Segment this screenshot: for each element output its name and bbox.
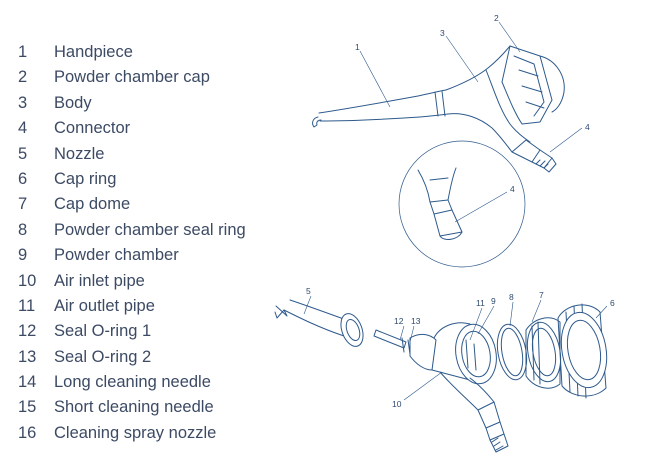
leader-line	[303, 295, 312, 315]
callout-13: 13	[411, 316, 421, 326]
leader-line	[399, 325, 405, 341]
leader-line	[409, 325, 415, 343]
leader-line	[454, 191, 508, 223]
callout-4-detail: 4	[510, 184, 515, 194]
leader-line	[498, 21, 521, 53]
legend-number: 11	[18, 296, 36, 315]
legend-label: Short cleaning needle	[54, 398, 214, 417]
cap-dome-part	[525, 317, 562, 389]
connector-detail-view	[398, 140, 526, 268]
legend-item-13: 13 Seal O-ring 2	[18, 345, 246, 370]
legend-number: 14	[18, 373, 37, 392]
leader-line	[531, 299, 542, 323]
legend-number: 9	[18, 246, 28, 265]
callout-4: 4	[585, 122, 590, 132]
legend-item-16: 16 Cleaning spray nozzle	[18, 421, 246, 446]
legend-label: Seal O-ring 2	[54, 347, 152, 366]
legend-label: Cleaning spray nozzle	[54, 423, 217, 442]
legend-number: 7	[18, 195, 28, 214]
leader-line	[477, 305, 495, 335]
parts-legend: 1 Handpiece 2 Powder chamber cap 3 Body 4 Co…	[18, 40, 246, 446]
legend-label: Body	[54, 93, 92, 112]
legend-number: 3	[18, 93, 28, 112]
legend-item-9: 9 Powder chamber	[18, 243, 246, 268]
legend-number: 10	[18, 271, 37, 290]
legend-label: Cap dome	[54, 195, 131, 214]
legend-number: 5	[18, 144, 28, 163]
legend-label: Air inlet pipe	[54, 271, 145, 290]
callout-9: 9	[491, 296, 496, 306]
legend-item-10: 10 Air inlet pipe	[18, 269, 246, 294]
legend-label: Powder chamber	[54, 246, 179, 265]
cap-ring-part	[557, 303, 608, 399]
leader-line	[549, 127, 583, 153]
assembled-handpiece	[312, 45, 565, 173]
legend-number: 2	[18, 68, 28, 87]
nozzle-part	[274, 299, 364, 347]
legend-item-4: 4 Connector	[18, 116, 246, 141]
leader-line	[359, 50, 391, 108]
legend-item-1: 1 Handpiece	[18, 40, 246, 65]
seal-ring-part	[496, 323, 528, 381]
legend-item-14: 14 Long cleaning needle	[18, 370, 246, 395]
leader-line	[445, 35, 479, 83]
callout-7: 7	[539, 290, 544, 300]
legend-item-7: 7 Cap dome	[18, 192, 246, 217]
legend-item-2: 2 Powder chamber cap	[18, 65, 246, 90]
legend-number: 8	[18, 220, 28, 239]
leader-line	[595, 305, 608, 319]
legend-label: Long cleaning needle	[54, 373, 211, 392]
callout-11: 11	[476, 298, 485, 308]
exploded-body	[373, 322, 509, 453]
callout-1: 1	[355, 42, 360, 52]
callout-12: 12	[394, 316, 404, 326]
callout-10: 10	[392, 399, 402, 409]
callout-6: 6	[610, 298, 615, 308]
legend-label: Handpiece	[54, 43, 133, 61]
legend-label: Powder chamber cap	[54, 68, 210, 87]
legend-item-6: 6 Cap ring	[18, 167, 246, 192]
legend-item-11: 11 Air outlet pipe	[18, 294, 246, 319]
legend-item-12: 12 Seal O-ring 1	[18, 319, 246, 344]
callout-2: 2	[494, 13, 499, 23]
legend-item-5: 5 Nozzle	[18, 142, 246, 167]
legend-label: Seal O-ring 1	[54, 322, 152, 341]
legend-number: 15	[18, 398, 37, 417]
legend-label: Cap ring	[54, 169, 117, 188]
callout-3: 3	[440, 28, 445, 38]
callout-8: 8	[509, 292, 514, 302]
legend-number: 6	[18, 169, 28, 188]
legend-number: 13	[18, 347, 37, 366]
callout-5: 5	[306, 286, 311, 296]
legend-item-15: 15 Short cleaning needle	[18, 395, 246, 420]
legend-label: Powder chamber seal ring	[54, 220, 246, 239]
legend-label: Air outlet pipe	[54, 296, 155, 315]
legend-number: 16	[18, 423, 37, 442]
leader-line	[509, 301, 514, 327]
leader-line	[469, 307, 483, 341]
legend-item-8: 8 Powder chamber seal ring	[18, 218, 246, 243]
legend-number: 4	[18, 119, 28, 138]
legend-number: 12	[18, 322, 37, 341]
legend-label: Nozzle	[54, 144, 105, 163]
legend-number: 1	[18, 43, 28, 61]
legend-item-3: 3 Body	[18, 91, 246, 116]
leader-line	[403, 371, 443, 401]
legend-label: Connector	[54, 119, 131, 138]
